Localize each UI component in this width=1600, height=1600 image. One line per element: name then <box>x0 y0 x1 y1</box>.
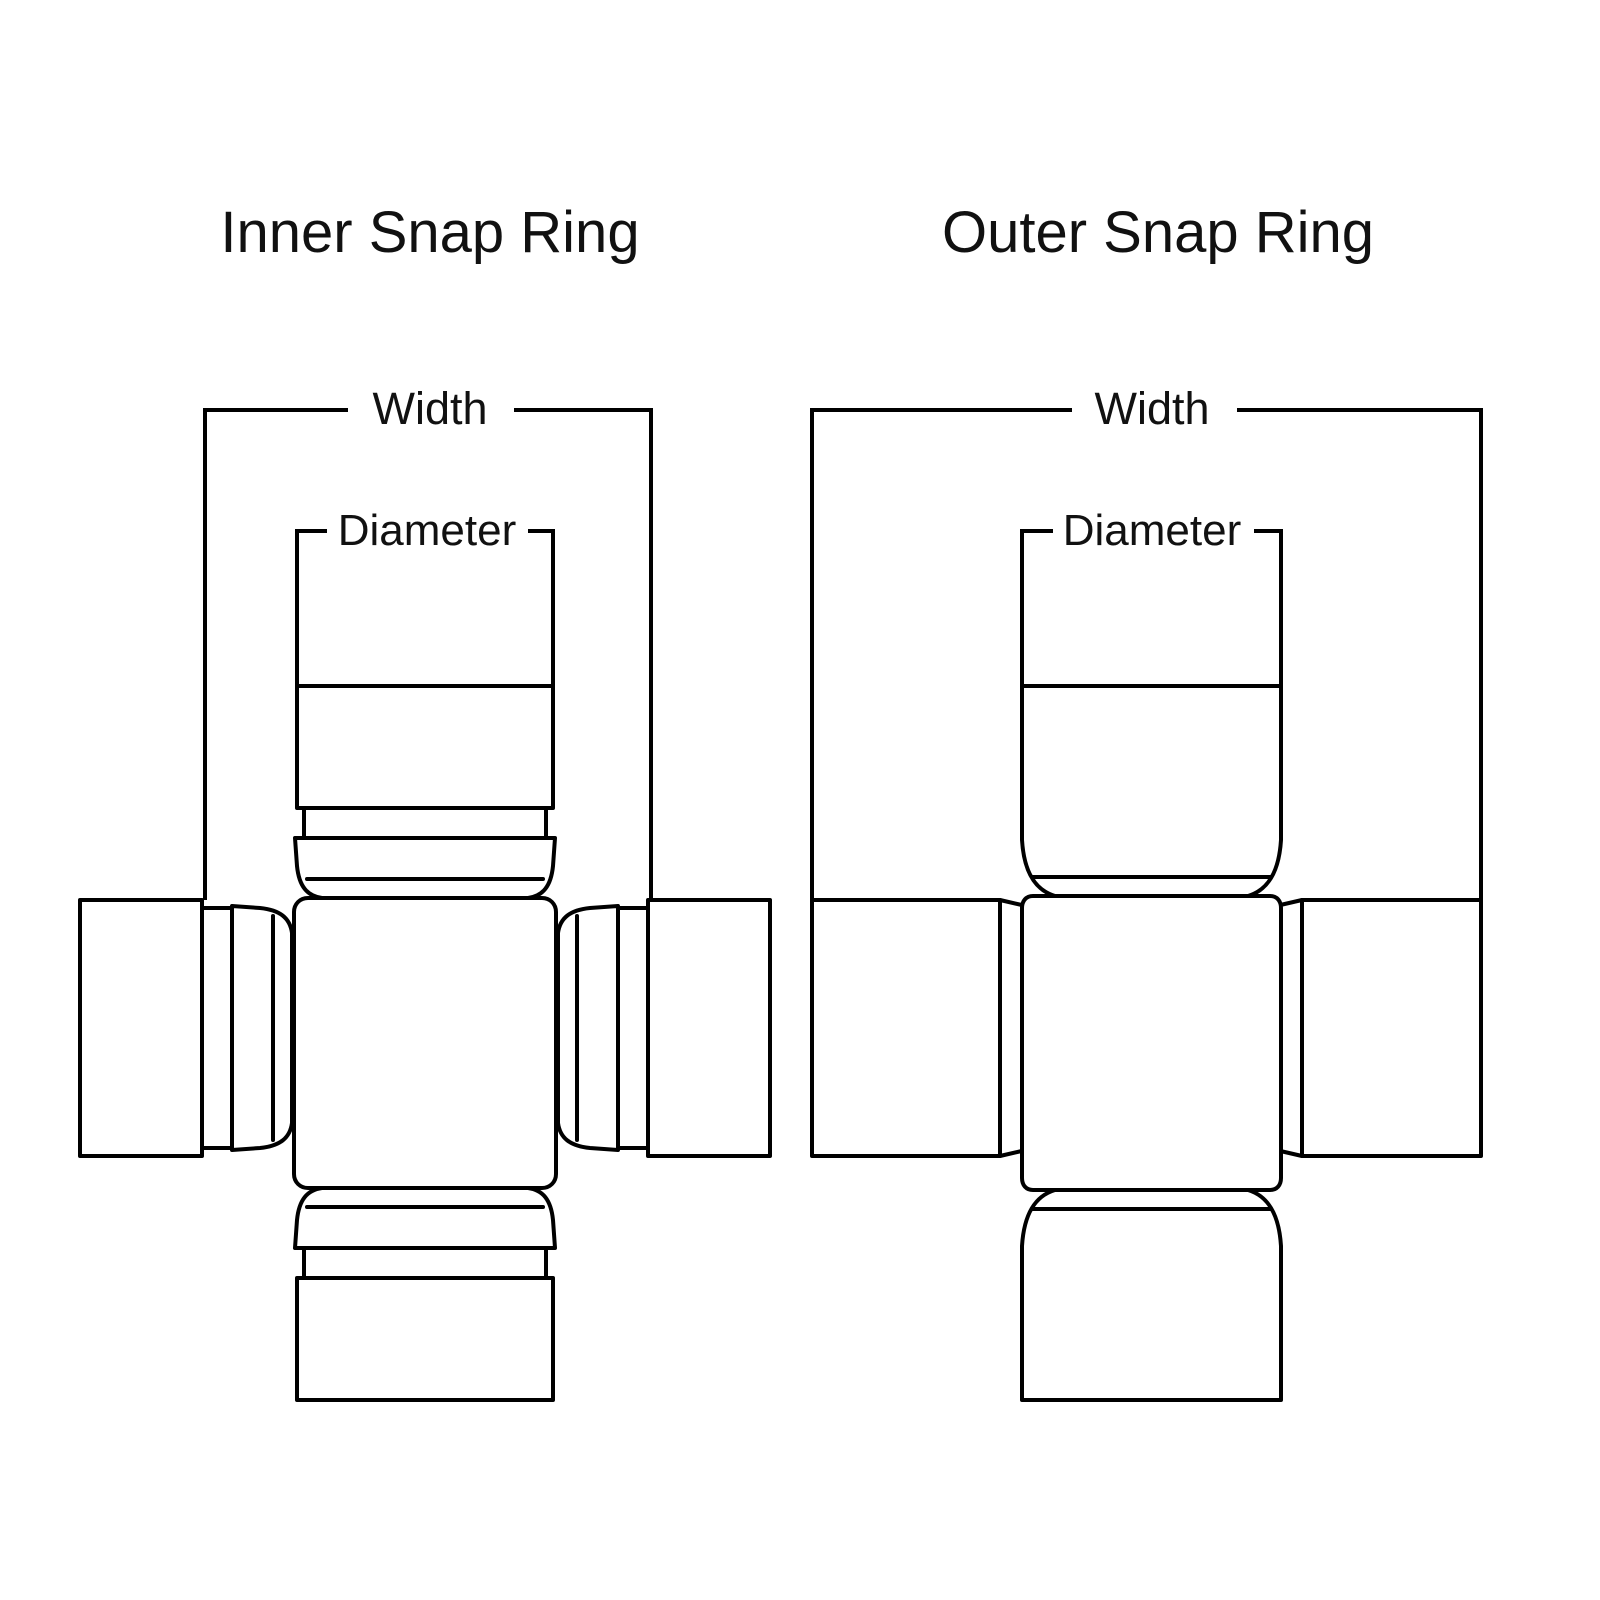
left-bearing-cap-outer <box>810 898 1002 1158</box>
top-bearing-cap-outer <box>1020 684 1283 898</box>
center-cross-body-inner <box>292 896 558 1190</box>
diameter-dimension-label-inner: Diameter <box>338 506 517 555</box>
right-bearing-cap-outer <box>1300 898 1483 1158</box>
inner-snap-ring-title: Inner Snap Ring <box>220 200 639 265</box>
diameter-dimension-inner: Diameter <box>295 506 555 686</box>
universal-joint-cross-icon-inner <box>78 684 772 1402</box>
bottom-yoke-ear-inner <box>293 1186 557 1250</box>
diameter-dimension-bracket-icon-outer <box>1020 529 1283 686</box>
outer-snap-ring-diagram: Width Diameter Outer Snap Ring <box>810 200 1483 1402</box>
width-dimension-bracket-icon-outer <box>810 408 1483 900</box>
width-dimension-label-inner: Width <box>372 383 487 434</box>
top-bearing-cap-inner <box>295 684 555 810</box>
bottom-bearing-cap-outer <box>1020 1188 1283 1402</box>
width-dimension-label-outer: Width <box>1094 383 1209 434</box>
left-bearing-cap-inner <box>78 898 204 1158</box>
diameter-dimension-bracket-icon-inner <box>295 529 555 686</box>
bottom-snap-ring-band-inner <box>302 1246 548 1280</box>
outer-snap-ring-title: Outer Snap Ring <box>942 200 1374 265</box>
inner-snap-ring-diagram: Width Diameter Inner Snap Ring <box>78 200 772 1402</box>
center-cross-body-outer <box>1020 894 1283 1192</box>
width-dimension-bracket-icon-inner <box>203 408 653 900</box>
right-bearing-cap-inner <box>646 898 772 1158</box>
top-snap-ring-band-inner <box>302 806 548 840</box>
universal-joint-cross-icon-outer <box>810 684 1483 1402</box>
left-yoke-ear-inner <box>230 904 294 1152</box>
left-snap-ring-band-inner <box>200 906 234 1150</box>
top-yoke-ear-inner <box>293 836 557 900</box>
width-dimension-outer: Width <box>810 383 1483 900</box>
bottom-bearing-cap-inner <box>295 1276 555 1402</box>
diameter-dimension-outer: Diameter <box>1020 506 1283 686</box>
right-yoke-ear-inner <box>556 904 620 1152</box>
diameter-dimension-label-outer: Diameter <box>1063 506 1242 555</box>
width-dimension-inner: Width <box>203 383 653 900</box>
right-snap-ring-band-inner <box>616 906 650 1150</box>
